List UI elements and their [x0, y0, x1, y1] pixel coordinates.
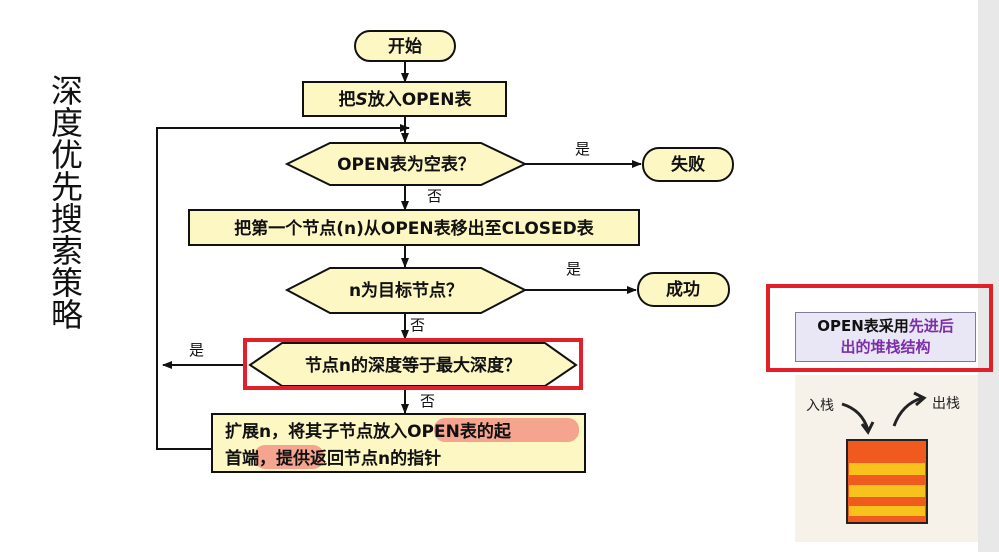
empty-check-label: OPEN表为空表？: [337, 154, 475, 175]
stack-illustration: [795, 375, 978, 542]
label-yes-success: 是: [566, 260, 581, 278]
start-label: 开始: [388, 36, 422, 57]
depth-check-label: 节点n的深度等于最大深度？: [305, 355, 521, 376]
depth-highlight-frame: [243, 338, 583, 390]
fail-terminal: [642, 147, 734, 182]
expand-line1: 扩展n，将其子节点放入OPEN表的起: [225, 421, 512, 442]
callout-prefix: OPEN表采用: [817, 317, 909, 335]
label-no-empty: 否: [427, 187, 442, 205]
success-label: 成功: [666, 279, 700, 300]
move-first-label: 把第一个节点(n)从OPEN表移出至CLOSED表: [234, 218, 595, 239]
right-edge-strip: [978, 0, 999, 552]
put-s-box: [302, 81, 507, 117]
move-first-box: [188, 209, 640, 246]
expand-line2: 首端，提供返回节点n的指针: [225, 448, 441, 469]
fail-label: 失败: [671, 154, 705, 175]
callout-frame: [766, 284, 993, 372]
page-title: 深度优先搜索策略: [46, 74, 84, 330]
pink-highlight-2: [254, 445, 324, 469]
label-yes-depth: 是: [189, 341, 204, 359]
put-s-label: 把S放入OPEN表: [338, 89, 472, 110]
label-no-goal: 否: [410, 316, 425, 334]
pink-highlight-1: [434, 418, 579, 442]
empty-check-diamond: [284, 142, 528, 186]
callout-highlight-2: 出的堆栈结构: [840, 338, 931, 356]
callout-highlight-1: 先进后: [908, 317, 954, 335]
success-terminal: [637, 272, 730, 307]
connectors: [156, 61, 642, 450]
goal-check-label: n为目标节点？: [349, 280, 463, 301]
label-no-depth: 否: [420, 392, 435, 410]
label-yes-fail: 是: [575, 140, 590, 158]
start-terminal: [354, 30, 456, 62]
goal-check-diamond: [284, 267, 528, 314]
callout-box: OPEN表采用先进后 出的堆栈结构: [795, 312, 976, 362]
